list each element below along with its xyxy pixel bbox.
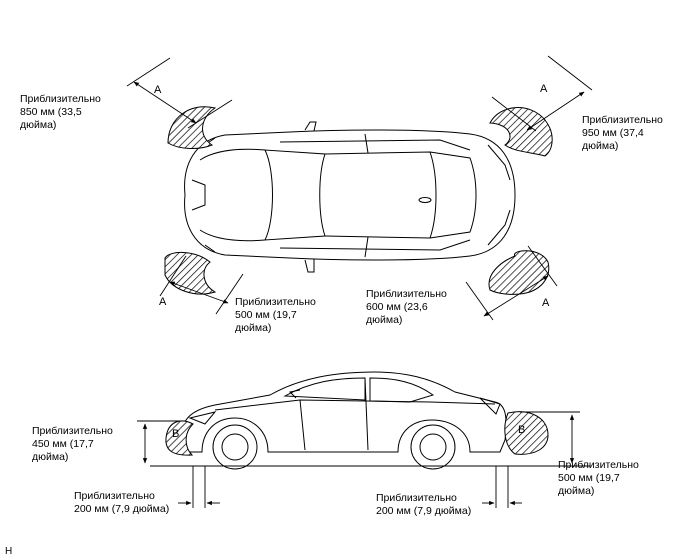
label-side-rear-height-line2: 500 мм (19,7 [558,472,620,484]
label-front-left-line1: Приблизительно [20,93,101,105]
label-side-front-height-line2: 450 мм (17,7 [32,438,94,450]
label-rear-left-line2: 500 мм (19,7 [235,309,297,321]
label-side-rear-height: Приблизительно 500 мм (19,7 дюйма) [558,459,639,498]
label-front-left-line3: дюйма) [20,119,57,131]
label-rear-left-line1: Приблизительно [235,296,316,308]
label-side-rear-offset-line1: Приблизительно [376,492,457,504]
zone-letter-a-front-right: A [540,83,548,95]
zone-front-right [489,107,553,157]
label-rear-right-line3: дюйма) [366,314,403,326]
label-front-right-line3: дюйма) [582,140,619,152]
zone-side-rear [504,411,549,455]
label-side-rear-offset-line2: 200 мм (7,9 дюйма) [376,505,472,517]
zone-letter-a-rear-left: A [159,296,167,308]
label-side-rear-height-line1: Приблизительно [558,459,639,471]
zone-side-front [165,420,194,456]
zone-front-left [167,106,217,149]
dimension-lines-side [137,411,580,508]
dimension-lines-top [126,55,593,321]
zone-letter-b-rear: B [518,424,526,436]
detection-zones-side [165,411,549,456]
zone-rear-right [488,250,550,295]
label-side-front-offset-line1: Приблизительно [74,490,155,502]
label-side-front-offset-line2: 200 мм (7,9 дюйма) [74,503,170,515]
car-side-view [150,371,590,470]
label-front-right-line2: 950 мм (37,4 [582,127,644,139]
label-rear-right-line2: 600 мм (23,6 [366,301,428,313]
label-rear-right-line1: Приблизительно [366,288,447,300]
label-rear-left-line3: дюйма) [235,322,272,334]
corner-mark: H [5,546,13,557]
label-front-left-line2: 850 мм (33,5 [20,106,82,118]
label-side-front-height-line1: Приблизительно [32,425,113,437]
label-side-rear-offset: Приблизительно 200 мм (7,9 дюйма) [376,492,471,518]
label-side-front-offset: Приблизительно 200 мм (7,9 дюйма) [74,490,169,516]
label-rear-right: Приблизительно 600 мм (23,6 дюйма) [366,288,447,327]
label-front-left: Приблизительно 850 мм (33,5 дюйма) [20,93,101,132]
zone-rear-left [164,252,217,295]
label-rear-left: Приблизительно 500 мм (19,7 дюйма) [235,296,316,335]
car-top-view [184,121,516,273]
zone-letter-b-front: B [172,428,180,440]
label-side-rear-height-line3: дюйма) [558,485,595,497]
zone-letter-a-rear-right: A [542,297,550,309]
label-front-right-line1: Приблизительно [582,114,663,126]
label-side-front-height: Приблизительно 450 мм (17,7 дюйма) [32,425,113,464]
label-front-right: Приблизительно 950 мм (37,4 дюйма) [582,114,663,153]
zone-letter-a-front-left: A [154,84,162,96]
label-side-front-height-line3: дюйма) [32,451,69,463]
